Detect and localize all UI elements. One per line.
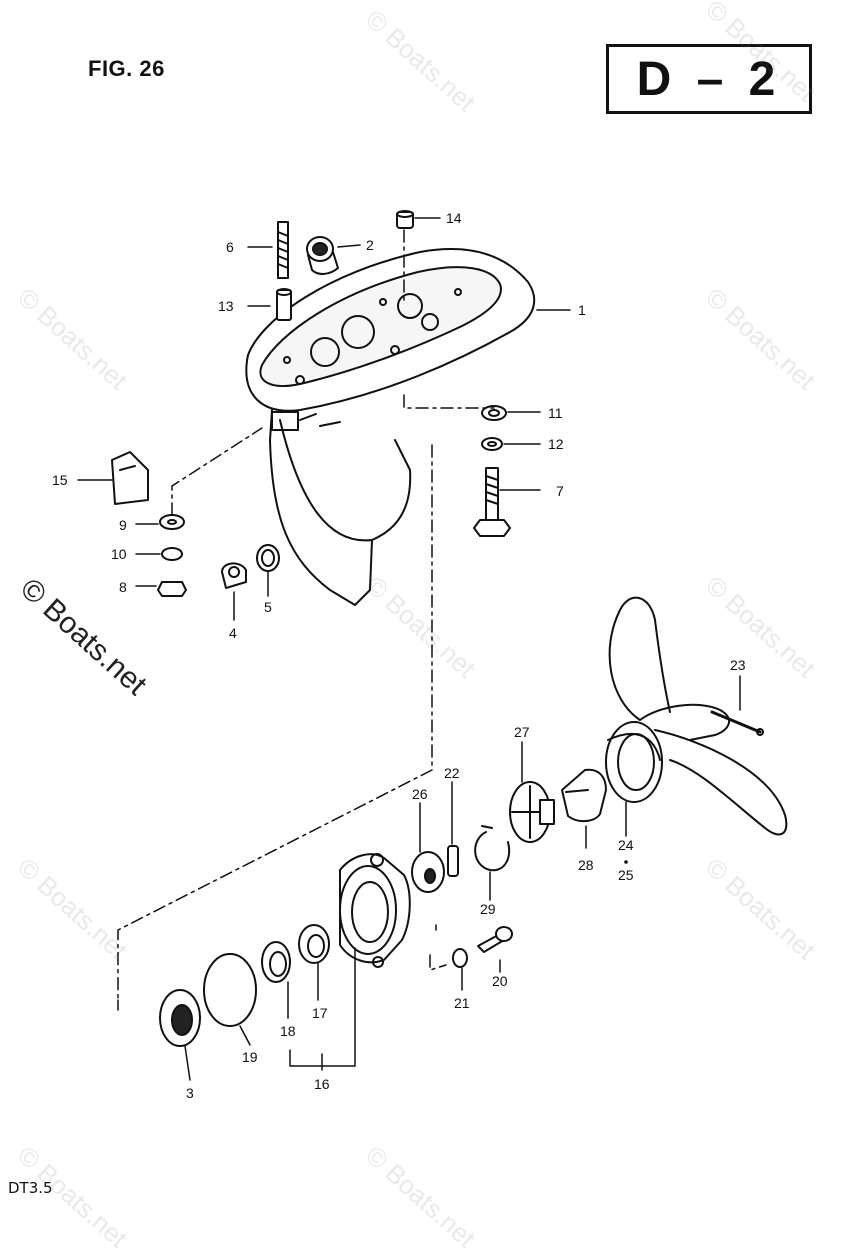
callout-3: 3 <box>186 1085 194 1101</box>
gasket <box>256 544 280 572</box>
stud <box>277 221 289 279</box>
callout-11: 11 <box>548 405 563 421</box>
dowel-pin <box>276 288 292 321</box>
callout-22: 22 <box>444 765 460 781</box>
prop-driver <box>509 781 555 843</box>
upper-bearing <box>306 236 339 275</box>
callout-24: 24 <box>618 837 634 853</box>
carrier-bolt <box>477 926 513 953</box>
nut <box>157 581 187 597</box>
bullet-dot <box>624 860 628 864</box>
callout-26: 26 <box>412 786 428 802</box>
callout-1: 1 <box>578 302 586 318</box>
callout-14: 14 <box>446 210 462 226</box>
propeller <box>605 596 788 836</box>
gear-case-housing <box>245 248 536 606</box>
anode-tab <box>111 451 149 505</box>
callout-21: 21 <box>454 995 470 1011</box>
callout-15: 15 <box>52 472 68 488</box>
callout-28: 28 <box>578 857 594 873</box>
figure-label: FIG. 26 <box>88 56 165 81</box>
washer <box>452 948 468 968</box>
lock-washer <box>481 437 503 451</box>
prop-cushion <box>561 768 607 822</box>
callout-4: 4 <box>229 625 237 641</box>
washer <box>159 514 185 530</box>
bushing <box>396 210 414 229</box>
callout-18: 18 <box>280 1023 296 1039</box>
lock-washer <box>161 547 183 561</box>
model-label: DT3.5 <box>8 1179 53 1197</box>
callout-23: 23 <box>730 657 746 673</box>
callout-10: 10 <box>111 546 127 562</box>
callout-16: 16 <box>314 1076 330 1092</box>
callout-27: 27 <box>514 724 530 740</box>
callout-29: 29 <box>480 901 496 917</box>
callout-13: 13 <box>218 298 234 314</box>
assembly-dash-lines <box>117 229 495 1011</box>
callout-5: 5 <box>264 599 272 615</box>
bearing-carrier <box>339 853 411 968</box>
bolt <box>473 467 511 537</box>
callout-9: 9 <box>119 517 127 533</box>
section-code: D – 2 <box>636 52 782 106</box>
shear-pin <box>447 845 459 877</box>
callout-12: 12 <box>548 436 564 452</box>
snap-ring <box>474 831 510 872</box>
callout-8: 8 <box>119 579 127 595</box>
washer <box>481 405 507 421</box>
callout-25: 25 <box>618 867 634 883</box>
parts-diagram-canvas: FIG. 26 D – 2 © Boats.net © Boats.net © … <box>8 0 821 1253</box>
callout-6: 6 <box>226 239 234 255</box>
callout-19: 19 <box>242 1049 258 1065</box>
callout-7: 7 <box>556 483 564 499</box>
cotter-pin <box>710 710 762 734</box>
exploded-view-drawing: 1 2 3 4 5 6 7 8 9 10 11 12 13 14 15 16 1… <box>52 210 788 1101</box>
callout-20: 20 <box>492 973 508 989</box>
section-code-box: D – 2 <box>606 44 812 114</box>
o-ring <box>203 953 257 1027</box>
leader-lines <box>77 217 741 1081</box>
callout-2: 2 <box>366 237 374 253</box>
callout-17: 17 <box>312 1005 328 1021</box>
drain-plug <box>221 562 247 589</box>
